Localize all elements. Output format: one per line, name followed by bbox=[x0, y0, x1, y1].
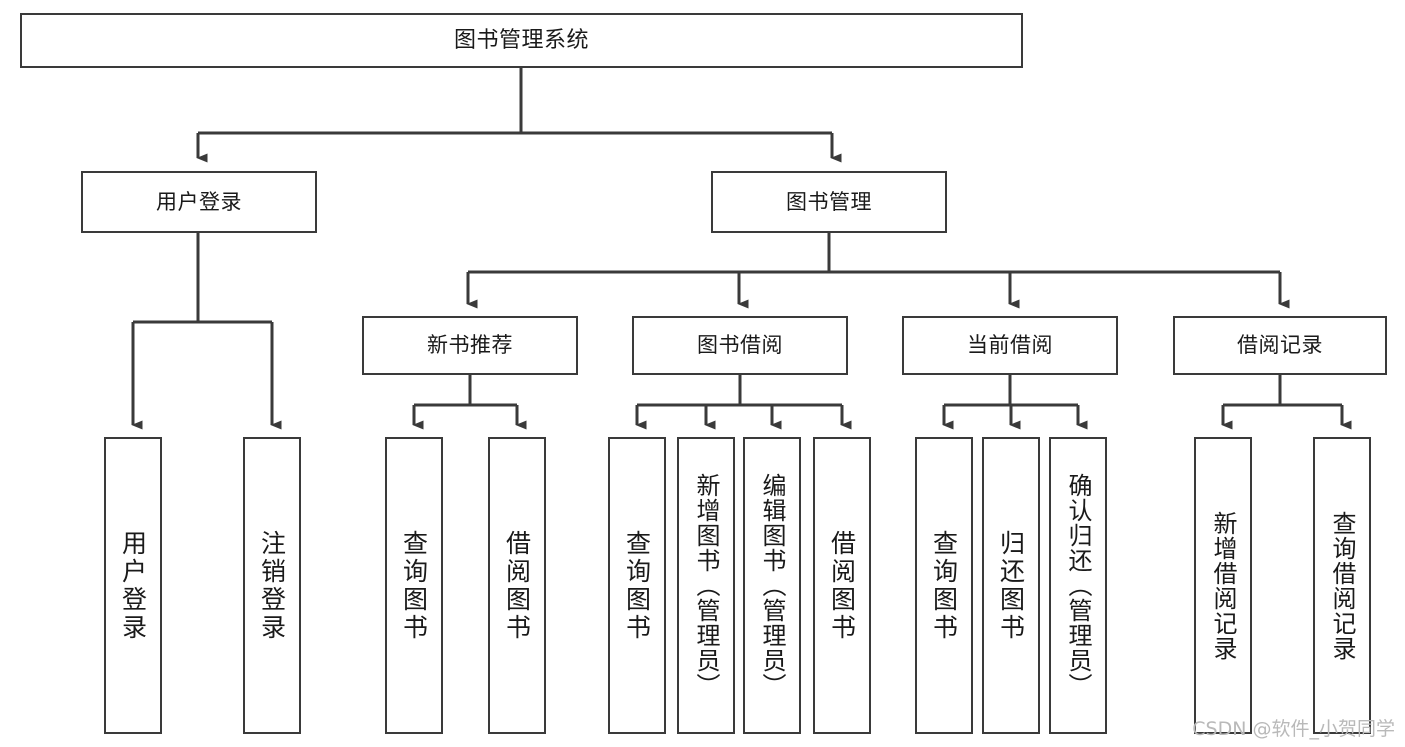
node-new-book-recommendation[interactable]: 新书推荐 bbox=[362, 316, 578, 375]
leaf-query-book-2[interactable]: 查询图书 bbox=[608, 437, 666, 734]
leaf-borrow-book-1[interactable]: 借阅图书 bbox=[488, 437, 546, 734]
node-label: 借阅记录 bbox=[1237, 333, 1323, 358]
leaf-add-book-admin[interactable]: 新增图书（管理员） bbox=[677, 437, 735, 734]
node-label: 查询借阅记录 bbox=[1328, 510, 1356, 661]
node-label: 编辑图书（管理员） bbox=[758, 473, 786, 698]
node-label: 用户登录 bbox=[118, 529, 148, 642]
leaf-user-logout[interactable]: 注销登录 bbox=[243, 437, 301, 734]
csdn-watermark: CSDN @软件_小贺同学 bbox=[1192, 718, 1395, 740]
node-book-borrowing[interactable]: 图书借阅 bbox=[632, 316, 848, 375]
node-label: 用户登录 bbox=[156, 189, 242, 214]
node-label: 图书管理 bbox=[786, 189, 872, 214]
leaf-borrow-book-2[interactable]: 借阅图书 bbox=[813, 437, 871, 734]
node-label: 借阅图书 bbox=[827, 529, 857, 642]
node-label: 当前借阅 bbox=[967, 333, 1053, 358]
node-user-login[interactable]: 用户登录 bbox=[81, 171, 317, 233]
node-borrowing-record[interactable]: 借阅记录 bbox=[1173, 316, 1387, 375]
node-label: 图书借阅 bbox=[697, 333, 783, 358]
node-label: 查询图书 bbox=[929, 529, 959, 642]
node-label: 查询图书 bbox=[399, 529, 429, 642]
node-label: 归还图书 bbox=[996, 529, 1026, 642]
leaf-query-book-3[interactable]: 查询图书 bbox=[915, 437, 973, 734]
node-book-management[interactable]: 图书管理 bbox=[711, 171, 947, 233]
leaf-confirm-return-admin[interactable]: 确认归还（管理员） bbox=[1049, 437, 1107, 734]
node-label: 借阅图书 bbox=[502, 529, 532, 642]
leaf-add-borrow-record[interactable]: 新增借阅记录 bbox=[1194, 437, 1252, 734]
node-label: 查询图书 bbox=[622, 529, 652, 642]
node-label: 新书推荐 bbox=[427, 333, 513, 358]
node-current-borrowing[interactable]: 当前借阅 bbox=[902, 316, 1118, 375]
node-label: 新增借阅记录 bbox=[1209, 510, 1237, 661]
leaf-user-login[interactable]: 用户登录 bbox=[104, 437, 162, 734]
leaf-query-borrow-record[interactable]: 查询借阅记录 bbox=[1313, 437, 1371, 734]
node-label: 图书管理系统 bbox=[453, 27, 589, 53]
node-label: 新增图书（管理员） bbox=[692, 473, 720, 698]
leaf-return-book[interactable]: 归还图书 bbox=[982, 437, 1040, 734]
node-root-book-management-system[interactable]: 图书管理系统 bbox=[20, 13, 1023, 68]
node-label: 确认归还（管理员） bbox=[1064, 473, 1092, 698]
leaf-edit-book-admin[interactable]: 编辑图书（管理员） bbox=[743, 437, 801, 734]
node-label: 注销登录 bbox=[257, 529, 287, 642]
leaf-query-book-1[interactable]: 查询图书 bbox=[385, 437, 443, 734]
